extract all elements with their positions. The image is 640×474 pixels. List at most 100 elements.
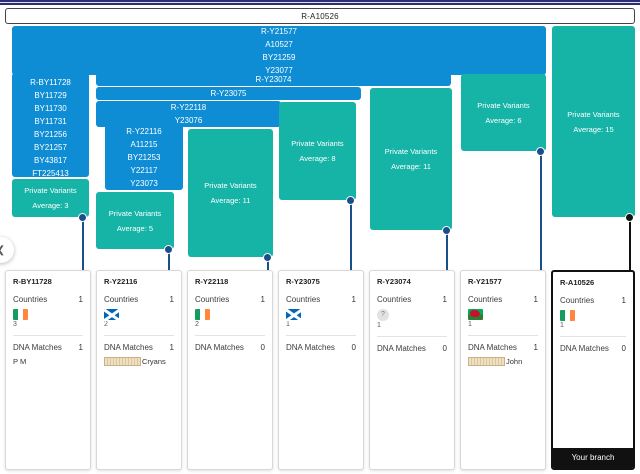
country-flag-group: 2 [104,309,174,328]
snp-label: BY43817 [34,156,67,165]
flag-ireland-icon [195,309,210,320]
dna-matches-row: DNA Matches 0 [195,343,265,352]
chevron-left-icon: ❮ [0,245,5,256]
snp-label: A10527 [265,39,293,49]
country-flag-group: 2 [195,309,265,328]
connector-dot-y23075 [346,196,355,205]
countries-label: Countries [377,295,412,304]
snp-label: R-Y22116 [126,126,162,136]
private-variants-by11728[interactable]: Private Variants Average: 3 [12,179,89,217]
dna-matches-label: DNA Matches [195,343,244,352]
private-variants-a10526[interactable]: Private Variants Average: 15 [552,26,635,217]
snp-label: Y22117 [130,165,158,175]
private-variants-title: Private Variants [291,139,344,148]
connector-dot-y22116 [164,245,173,254]
tree-node-y22116[interactable]: R-Y22116 A11215 BY21253 Y22117 Y23073 [105,124,183,190]
snp-label: R-Y23075 [210,89,247,98]
top-app-bar [0,0,640,5]
flag-ireland-icon [13,309,28,320]
root-haplogroup-label: R-A10526 [301,11,339,21]
branch-card-a10526[interactable]: R-A10526 Countries 1 1 DNA Matches 0 You… [551,270,635,470]
countries-row: Countries 1 [560,296,626,305]
flag-count: 1 [560,322,564,329]
dna-match-name: John [506,357,523,366]
dna-match-name: Cryans [142,357,166,366]
countries-label: Countries [104,295,139,304]
countries-row: Countries 1 [13,295,83,304]
card-title: R-Y22118 [195,277,229,286]
tree-node-y21577[interactable]: R-Y21577 A10527 BY21259 Y23077 [12,26,546,75]
snp-label: BY21259 [262,52,296,62]
dna-matches-label: DNA Matches [104,343,153,352]
dna-matches-label: DNA Matches [286,343,335,352]
connector-line-y22118 [267,257,269,270]
tree-node-y23075[interactable]: R-Y23075 [96,87,361,100]
country-flag-group: 1 [286,309,356,328]
dna-match-name[interactable]: P M [13,357,27,366]
private-variants-average: Average: 5 [116,223,154,233]
previous-branch-button[interactable]: ❮ [0,237,14,263]
branch-card-y23074[interactable]: R-Y23074 Countries 1 ? 1 DNA Matches 0 [369,270,455,470]
countries-count: 1 [260,295,265,304]
branch-card-y23075[interactable]: R-Y23075 Countries 1 1 DNA Matches 0 [278,270,364,470]
dna-matches-row: DNA Matches 1 [104,343,174,352]
private-variants-title: Private Variants [204,181,257,190]
connector-line-y23074 [446,230,448,270]
card-divider [195,335,265,336]
snp-label: R-Y22118 [170,103,207,112]
connector-line-by11728 [82,217,84,270]
countries-row: Countries 1 [286,295,356,304]
private-variants-title: Private Variants [477,100,530,110]
dna-match-entry[interactable]: John [468,357,538,366]
branch-card-y22118[interactable]: R-Y22118 Countries 1 2 DNA Matches 0 [187,270,273,470]
branch-card-by11728[interactable]: R-BY11728 Countries 1 3 DNA Matches 1 P … [5,270,91,470]
your-branch-badge: Your branch [553,448,633,468]
private-variants-y22116[interactable]: Private Variants Average: 5 [96,192,174,249]
dna-matches-count: 0 [442,344,447,353]
private-variants-y21577[interactable]: Private Variants Average: 6 [461,74,546,151]
flag-count: 2 [104,321,108,328]
dna-matches-count: 0 [351,343,356,352]
private-variants-y23074[interactable]: Private Variants Average: 11 [370,88,452,230]
tree-node-by11728[interactable]: R-BY11728 BY11729 BY11730 BY11731 BY2125… [12,73,89,177]
snp-label: BY11729 [34,91,67,100]
snp-label: R-Y21577 [260,26,298,36]
card-title: R-Y23075 [286,277,320,286]
private-variants-y23075[interactable]: Private Variants Average: 8 [279,102,356,200]
branch-card-y22116[interactable]: R-Y22116 Countries 1 2 DNA Matches 1 Cry… [96,270,182,470]
dna-matches-row: DNA Matches 0 [377,344,447,353]
card-divider [468,335,538,336]
flag-count: 1 [286,321,290,328]
snp-label: R-BY11728 [30,78,71,87]
countries-count: 1 [442,295,447,304]
flag-count: 1 [377,322,381,329]
snp-label: R-Y23074 [255,75,292,84]
dna-matches-label: DNA Matches [468,343,517,352]
private-variants-average: Average: 6 [485,115,522,125]
flag-count: 3 [13,321,17,328]
card-title: R-Y23074 [377,277,411,286]
dna-matches-row: DNA Matches 0 [286,343,356,352]
dna-matches-label: DNA Matches [377,344,426,353]
countries-label: Countries [195,295,230,304]
card-divider [286,335,356,336]
flag-wales-icon [468,309,483,320]
flag-count: 2 [195,321,199,328]
country-flag-group: 3 [13,309,83,328]
countries-label: Countries [286,295,321,304]
flag-unknown-icon: ? [377,309,389,321]
connector-dot-by11728 [78,213,87,222]
private-variants-y22118[interactable]: Private Variants Average: 11 [188,129,273,257]
branch-card-y21577[interactable]: R-Y21577 Countries 1 1 DNA Matches 1 Joh… [460,270,546,470]
countries-label: Countries [560,296,595,305]
tree-node-y22118[interactable]: R-Y22118 Y23076 [96,101,281,127]
tree-node-y23074[interactable]: R-Y23074 [96,73,451,86]
root-haplogroup-bar[interactable]: R-A10526 [5,8,635,24]
dna-match-entry[interactable]: Cryans [104,357,174,366]
card-title: R-Y22116 [104,277,138,286]
connector-dot-y21577 [536,147,545,156]
country-flag-group: 1 [468,309,538,328]
flag-scotland-icon [104,309,119,320]
connector-dot-y22118 [263,253,272,262]
